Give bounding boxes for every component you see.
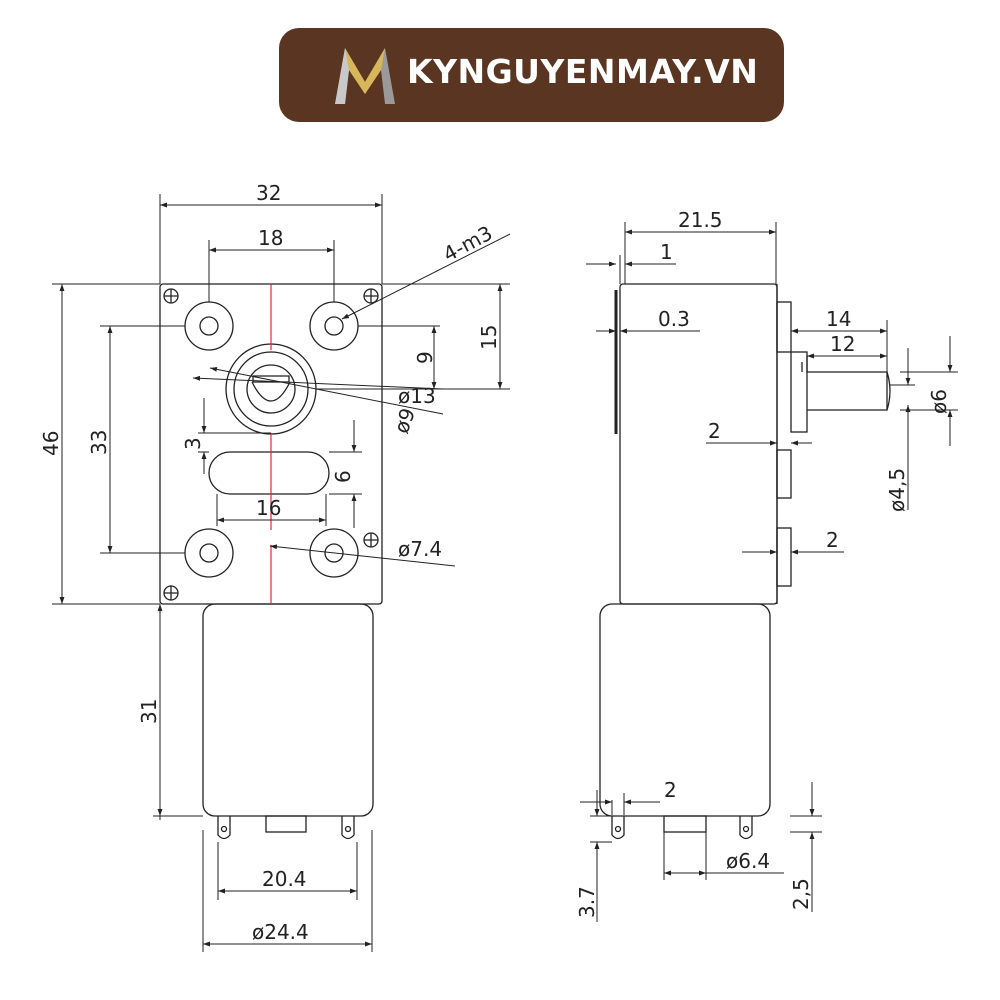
dim-collar-dia: ø13 [398, 384, 436, 408]
m-logo-icon [335, 48, 395, 104]
dim-plate: 1 [660, 240, 673, 264]
dim-shaft-flat-length: 12 [830, 332, 855, 356]
dim-boss-bottom: 2 [826, 528, 839, 552]
dim-width: 32 [256, 181, 281, 205]
motor-body [202, 603, 374, 817]
logo-banner: KYNGUYENMAY.VN [279, 28, 784, 122]
dim-slot-offset: 3 [181, 437, 205, 450]
slot [208, 451, 330, 495]
dim-height: 46 [39, 431, 63, 456]
dim-motor-flat: 20.4 [262, 867, 307, 891]
dim-shaft-offset: 9 [413, 351, 437, 364]
side-terminals [611, 815, 753, 840]
dim-shaft-dia: ø9 [389, 405, 420, 437]
output-shaft [225, 343, 317, 435]
side-motor [599, 603, 771, 817]
dim-hole-to-top: 15 [477, 325, 501, 350]
side-gearbox [619, 283, 778, 605]
motor-terminals [217, 815, 355, 840]
dim-boss-top: 2 [708, 419, 721, 443]
dim-shaft-flat: ø4,5 [885, 468, 909, 512]
dim-bearing-height: 2,5 [789, 878, 813, 910]
dim-slot-height: 6 [331, 470, 355, 483]
dim-side-shaft-dia: ø6 [927, 389, 951, 414]
corner-screws [163, 288, 379, 601]
dim-hole-spacing-y: 33 [87, 430, 111, 455]
brand-name: KYNGUYENMAY.VN [407, 52, 759, 91]
dim-hole-dia: ø7.4 [398, 537, 442, 561]
dim-depth: 21.5 [678, 208, 723, 232]
dim-motor-dia: ø24.4 [252, 920, 309, 944]
dim-motor-length: 31 [137, 699, 161, 724]
dim-bearing-dia: ø6.4 [726, 849, 770, 873]
dim-terminal-width: 2 [664, 778, 677, 802]
dim-terminal-length: 3.7 [575, 886, 599, 918]
side-shaft [790, 351, 891, 433]
dim-slot-length: 16 [256, 496, 281, 520]
dim-shaft-length: 14 [826, 307, 851, 331]
dim-hole-spacing-x: 18 [258, 226, 283, 250]
dim-gap: 0.3 [658, 307, 690, 331]
side-view [599, 283, 891, 840]
dim-mount-thread: 4-m3 [439, 221, 496, 267]
